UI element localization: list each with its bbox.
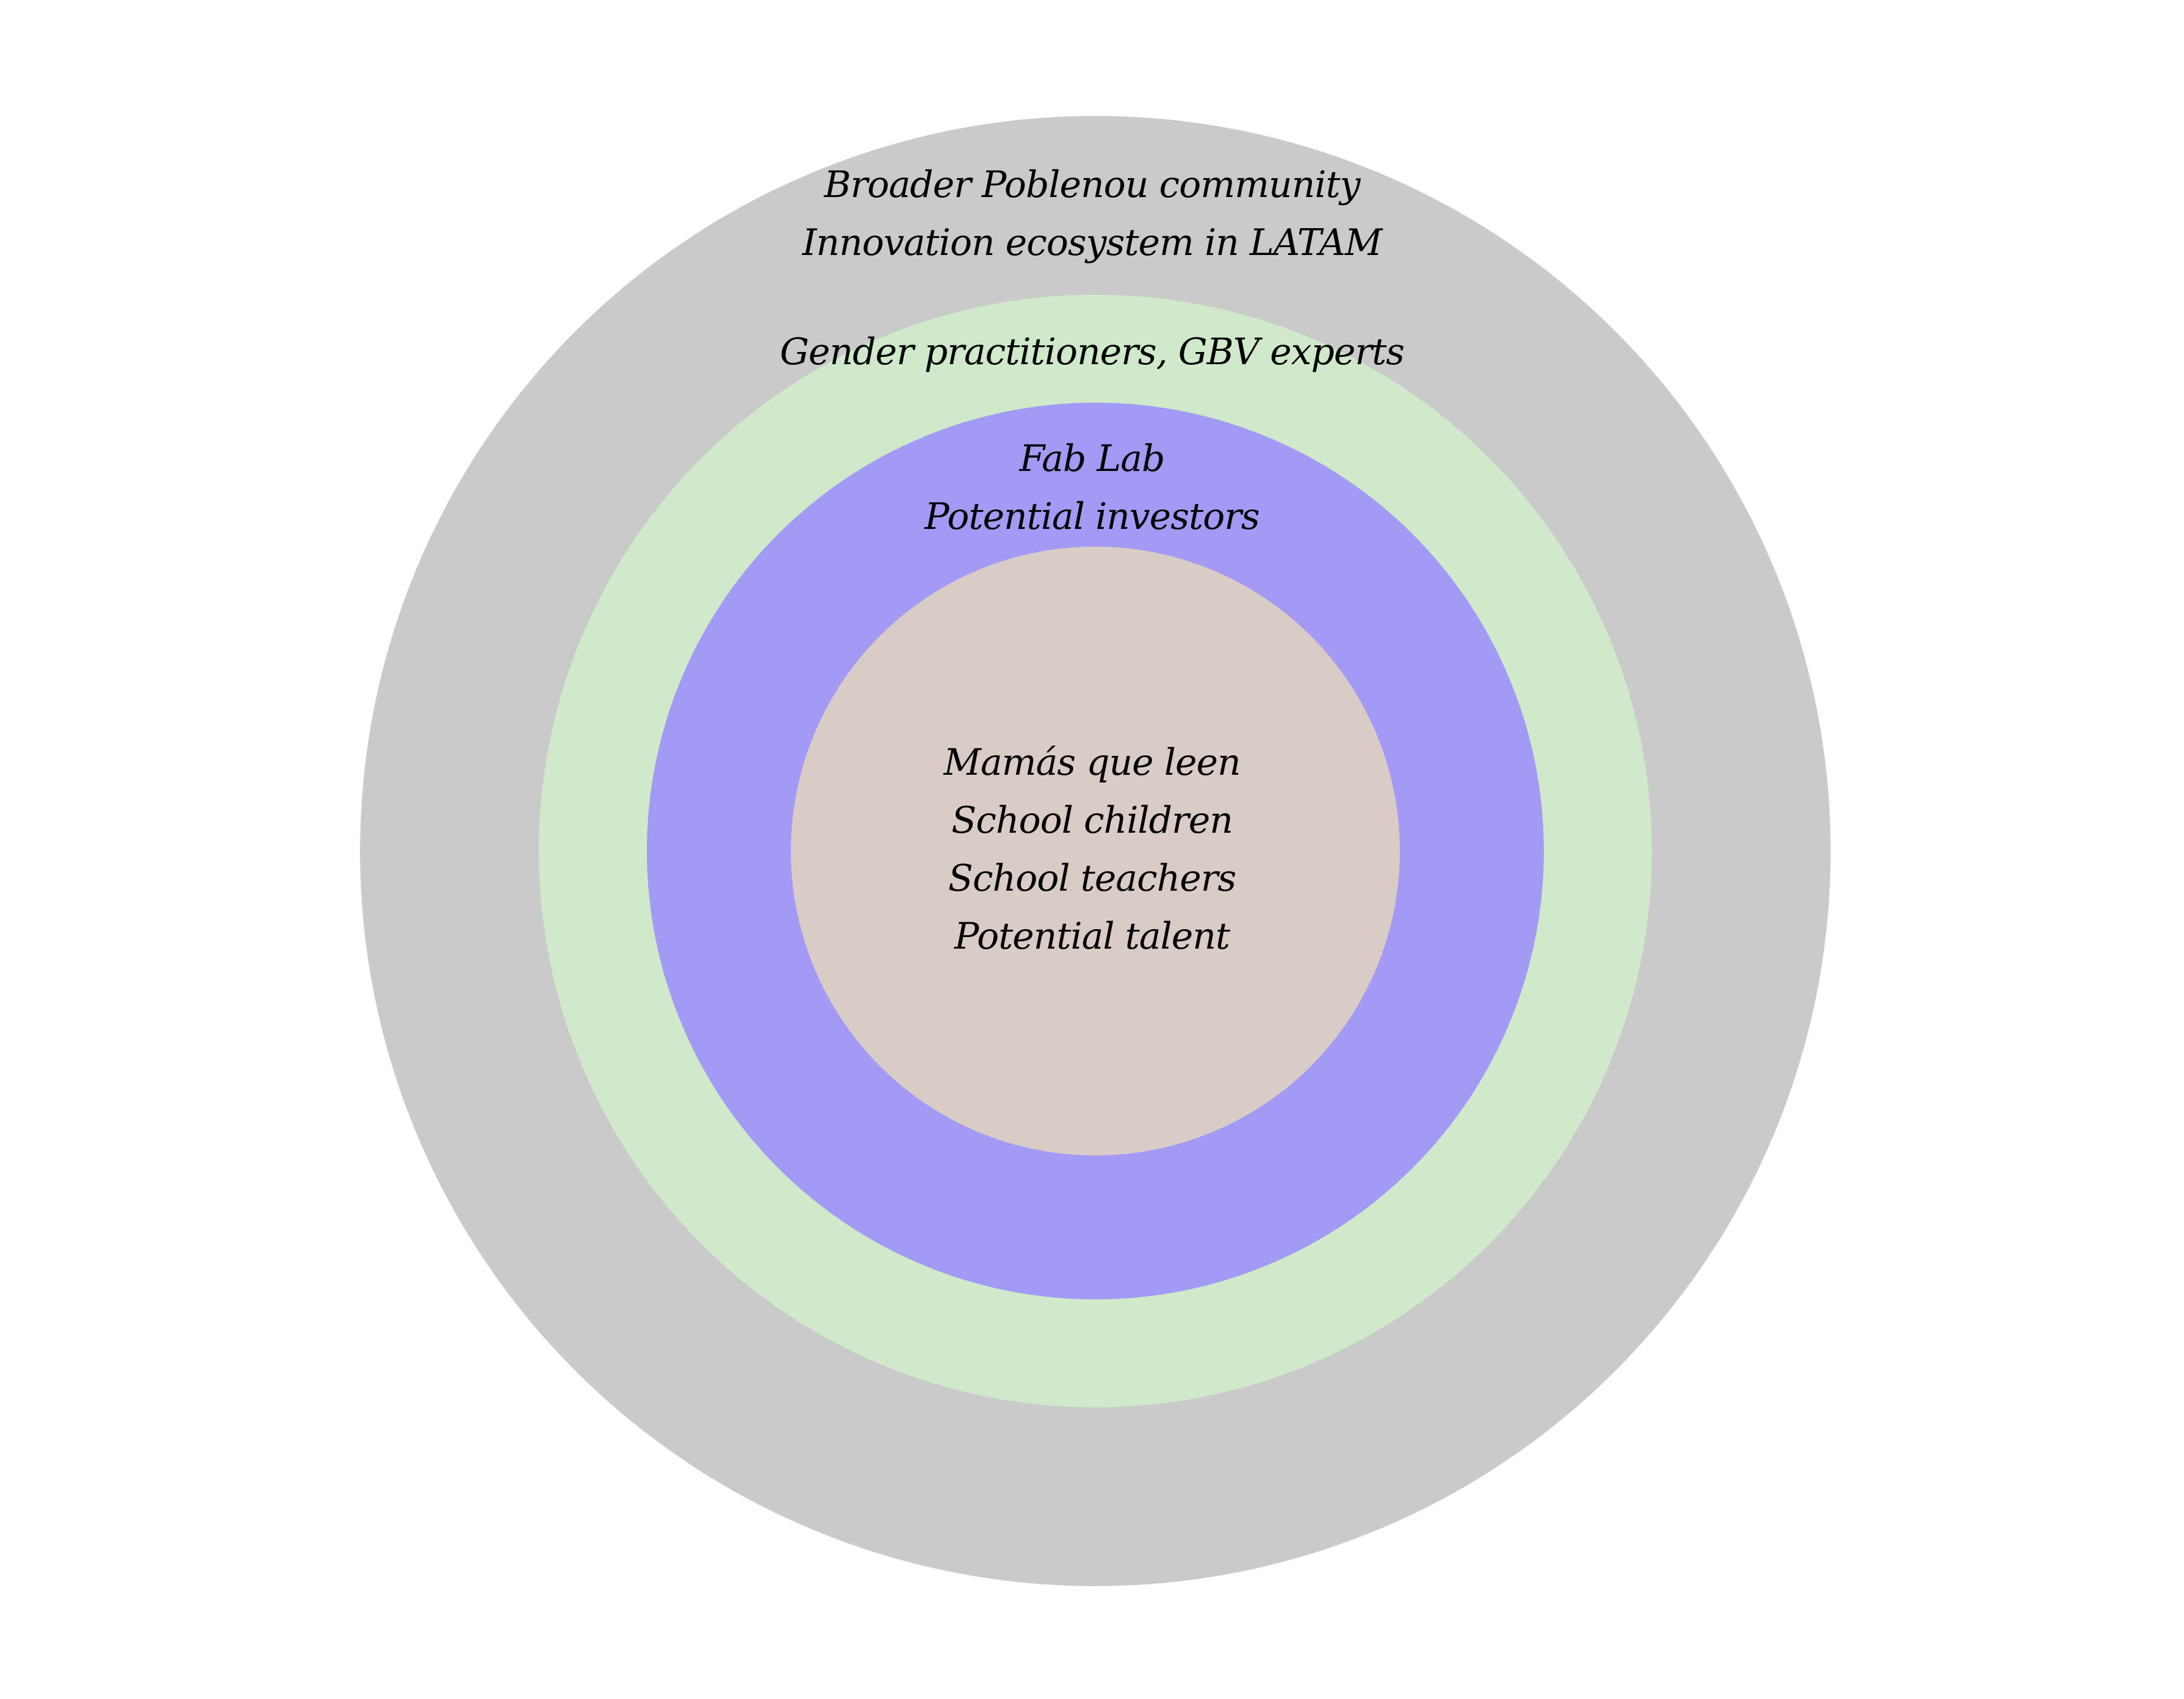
ring-core	[791, 547, 1400, 1155]
ring-label: School teachers	[948, 857, 1236, 900]
ring-label: Potential talent	[954, 915, 1230, 958]
ring-label: Fab Lab	[1019, 437, 1166, 480]
ring-label: Potential investors	[924, 495, 1260, 538]
ring-label: Innovation ecosystem in LATAM	[802, 221, 1383, 264]
ring-label: Broader Poblenou community	[824, 163, 1361, 206]
third-ring-labels: Fab Lab Potential investors	[0, 430, 2184, 546]
ring-label: Gender practitioners, GBV experts	[780, 331, 1405, 373]
outer-ring-labels: Broader Poblenou community Innovation ec…	[0, 156, 2184, 272]
ring-label: Mamás que leen	[943, 741, 1241, 784]
ring-label: School children	[951, 799, 1233, 842]
second-ring-labels: Gender practitioners, GBV experts	[0, 323, 2184, 381]
core-ring-labels: Mamás que leen School children School te…	[0, 734, 2184, 966]
